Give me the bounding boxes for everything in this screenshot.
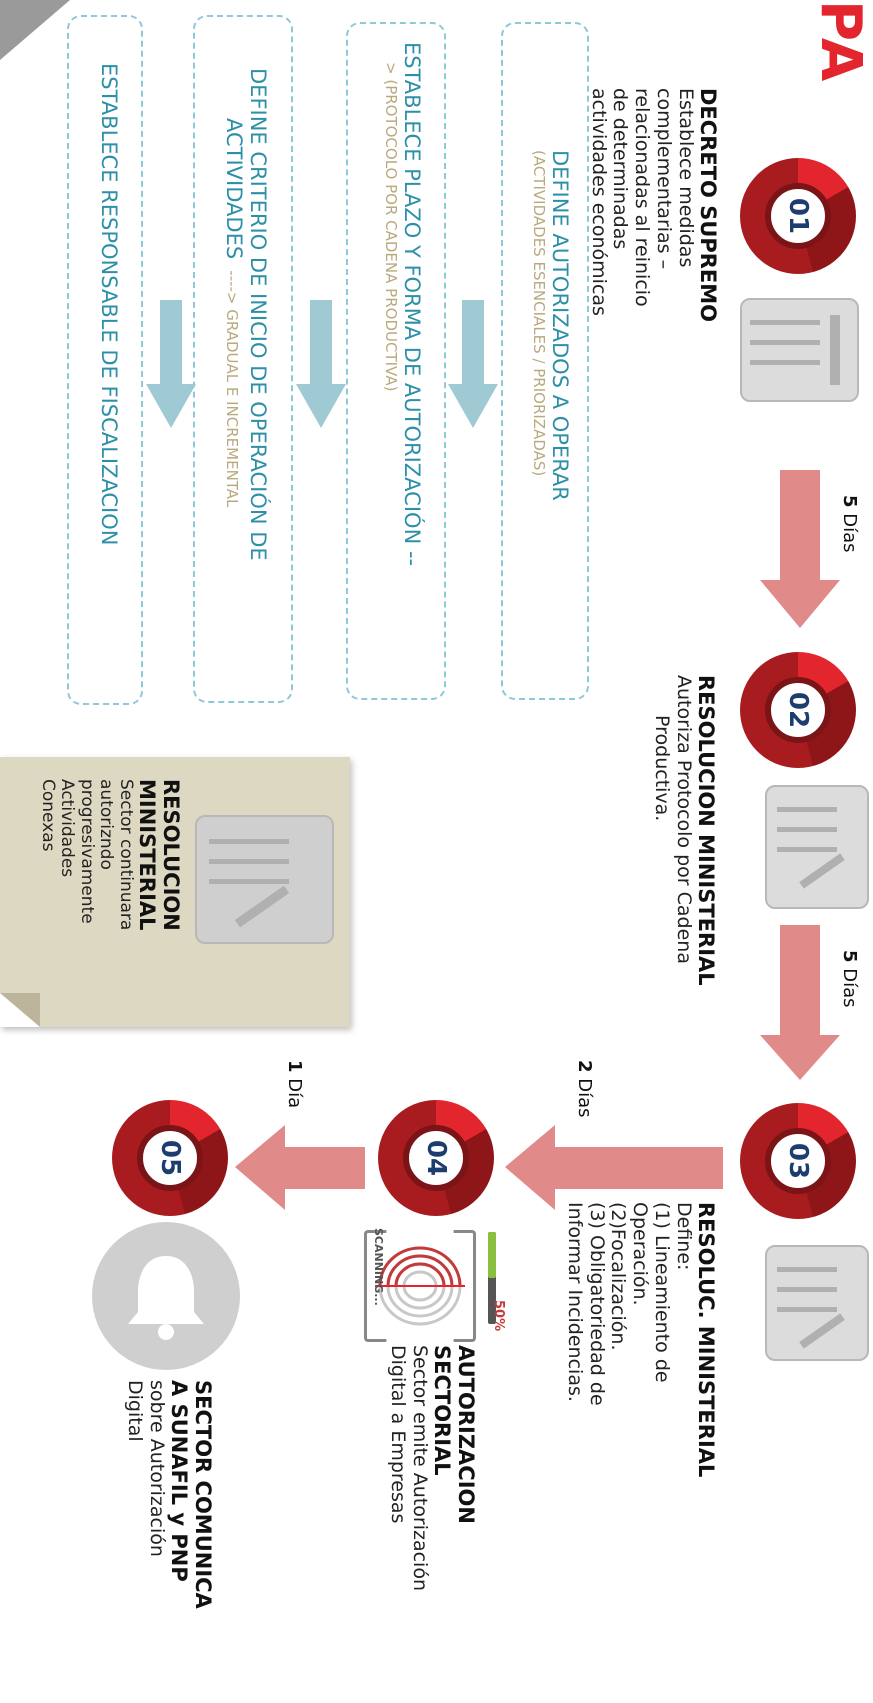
criteria-main: ESTABLECE RESPONSABLE DE FISCALIZACION (97, 63, 121, 546)
step-badge-02: 02 (740, 652, 856, 768)
note-title-line: MINISTERIAL (135, 779, 159, 931)
note-line: Sector continuara (116, 779, 136, 931)
scanner-label: SCANNING... (371, 1228, 390, 1306)
step-desc-line: Productiva. (651, 715, 674, 822)
step-desc-line: (1) Lineamiento de Operación. (629, 1202, 674, 1383)
criteria-box-2 (346, 22, 446, 700)
step-title: RESOLUC. MINISTERIAL (694, 1202, 718, 1478)
transition-4: 1 Día (284, 1060, 305, 1108)
teal-arrow-3 (146, 300, 196, 428)
days-count: 2 (574, 1060, 595, 1073)
criteria-sub: (ACTIVIDADES ESENCIALES / PRIORIZADAS) (530, 150, 548, 477)
days-count: 5 (839, 950, 860, 963)
sticky-note: RESOLUCION MINISTERIAL Sector continuara… (0, 757, 350, 1027)
days-count: 1 (284, 1060, 305, 1073)
step-desc-line: Establece medidas complementarias – (653, 88, 697, 270)
criteria-2-text: ESTABLECE PLAZO Y FORMA DE AUTORIZACIÓN … (382, 42, 424, 566)
corner-decoration (0, 0, 70, 60)
step-number: 02 (783, 691, 813, 729)
step-desc-line: Autoriza Protocolo por Cadena (673, 675, 695, 964)
down-arrow-2 (760, 925, 840, 1080)
scanner-label-text: SCANNING... (372, 1228, 385, 1306)
header-title: PA (808, 0, 873, 83)
step-desc-line: sobre Autorización (146, 1380, 168, 1557)
step-desc-line: (3) Obligatoriedad de Informar Incidenci… (563, 1202, 608, 1406)
step-desc-line: (2)Focalización. (607, 1202, 630, 1351)
criteria-4-text: ESTABLECE RESPONSABLE DE FISCALIZACION (97, 63, 121, 546)
scanner-percent: 50% (491, 1300, 510, 1331)
transition-1: 5 Días (839, 495, 860, 553)
criteria-sub: > (PROTOCOLO POR CADENA PRODUCTIVA) (382, 62, 400, 392)
alarm-bell-icon (92, 1222, 240, 1370)
criteria-1-text: DEFINE AUTORIZADOS A OPERAR (ACTIVIDADES… (530, 150, 572, 501)
header-title-text: PA (808, 0, 873, 84)
step-title-line: SECTOR COMUNICA (191, 1380, 215, 1609)
step-desc-line: Digital a Empresas (387, 1345, 410, 1524)
criteria-box-4 (67, 15, 143, 705)
step-desc-line: Sector emite Autorización (409, 1345, 431, 1591)
step-title-line: A SUNAFIL y PNP (167, 1380, 191, 1582)
step-number: 01 (783, 197, 813, 235)
days-unit: Días (574, 1078, 595, 1118)
transition-2: 5 Días (839, 950, 860, 1008)
note-line: autorizndo (96, 779, 117, 870)
days-unit: Días (839, 513, 860, 553)
step-03-text: RESOLUC. MINISTERIAL Define: (1) Lineami… (563, 1202, 718, 1477)
fingerprint-icon (375, 1246, 465, 1326)
criteria-box-3 (193, 15, 293, 703)
step-number: 04 (421, 1139, 451, 1177)
step-title-line: AUTORIZACION (454, 1345, 478, 1524)
step-title: RESOLUCION MINISTERIAL (694, 675, 718, 986)
step-title-line: SECTORIAL (430, 1345, 454, 1476)
down-arrow-1 (760, 470, 840, 628)
transition-3: 2 Días (574, 1060, 595, 1118)
signed-document-icon (195, 815, 334, 944)
teal-arrow-1 (448, 300, 498, 428)
left-arrow-3 (505, 1125, 723, 1210)
criteria-3-text: DEFINE CRITERIO DE INICIO DE OPERACIÓN D… (222, 68, 270, 561)
scanner-percent-text: 50% (491, 1300, 506, 1332)
step-number: 03 (783, 1142, 813, 1180)
signed-document-icon (765, 1245, 869, 1361)
criteria-box-1 (501, 22, 589, 700)
note-line: progresivamente (76, 779, 97, 924)
step-05-text: SECTOR COMUNICA A SUNAFIL y PNP sobre Au… (123, 1380, 215, 1609)
criteria-main-line: ACTIVIDADES (222, 118, 246, 260)
criteria-main: ESTABLECE PLAZO Y FORMA DE AUTORIZACIÓN … (400, 42, 424, 567)
criteria-sub: ----> GRADUAL E INCREMENTAL (223, 270, 241, 508)
fingerprint-scanner: SCANNING... (360, 1226, 480, 1346)
step-badge-03: 03 (740, 1103, 856, 1219)
step-title: DECRETO SUPREMO (696, 88, 720, 323)
note-title-line: RESOLUCION (159, 779, 183, 931)
days-count: 5 (839, 495, 860, 508)
scanner-progress-fill (488, 1232, 496, 1278)
note-folded-corner (0, 993, 40, 1027)
days-unit: Día (284, 1078, 305, 1109)
step-desc-line: actividades económicas (587, 88, 610, 316)
step-badge-05: 05 (112, 1100, 228, 1216)
step-01-text: DECRETO SUPREMO Establece medidas comple… (587, 88, 720, 322)
decree-document-icon (740, 298, 859, 402)
step-02-text: RESOLUCION MINISTERIAL Autoriza Protocol… (650, 675, 718, 986)
step-desc-line: relacionadas al reinicio de determinadas (609, 88, 654, 307)
step-number: 05 (155, 1139, 185, 1177)
teal-arrow-2 (296, 300, 346, 428)
left-arrow-4 (235, 1125, 365, 1210)
step-04-text: AUTORIZACION SECTORIAL Sector emite Auto… (386, 1345, 478, 1591)
step-badge-01: 01 (740, 158, 856, 274)
scanner-progress-bar (488, 1232, 496, 1324)
criteria-main-line: DEFINE CRITERIO DE INICIO DE OPERACIÓN D… (246, 68, 270, 561)
step-desc-line: Digital (124, 1380, 147, 1442)
criteria-main: DEFINE AUTORIZADOS A OPERAR (548, 150, 572, 501)
signed-document-icon (765, 785, 869, 909)
step-badge-04: 04 (378, 1100, 494, 1216)
step-desc-line: Define: (673, 1202, 695, 1271)
days-unit: Días (839, 968, 860, 1008)
note-line: Actividades Conexas (37, 779, 78, 878)
note-text: RESOLUCION MINISTERIAL Sector continuara… (37, 779, 183, 946)
